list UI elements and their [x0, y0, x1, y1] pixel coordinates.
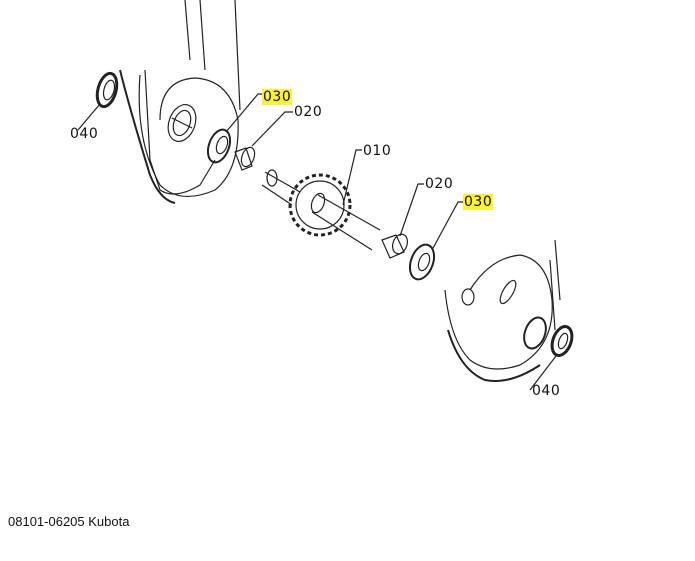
callout-020-right: 020: [425, 176, 454, 192]
callout-020-left: 020: [294, 104, 323, 120]
left-housing: [119, 0, 241, 204]
collar-right: [381, 183, 424, 259]
callout-040-right: 040: [532, 383, 561, 399]
bearing-right: [408, 201, 464, 281]
right-housing: [444, 239, 561, 382]
callout-040-left: 040: [70, 126, 99, 142]
callout-010: 010: [363, 143, 392, 159]
seal-left: [77, 71, 119, 131]
callout-030-left: 030: [262, 89, 293, 105]
part-number-caption: 08101-06205 Kubota: [8, 514, 130, 529]
shaft-sprocket: [261, 149, 381, 251]
callout-030-right: 030: [463, 194, 494, 210]
collar-left: [234, 111, 293, 171]
seal-right: [529, 325, 574, 391]
bearing-left: [206, 93, 264, 164]
